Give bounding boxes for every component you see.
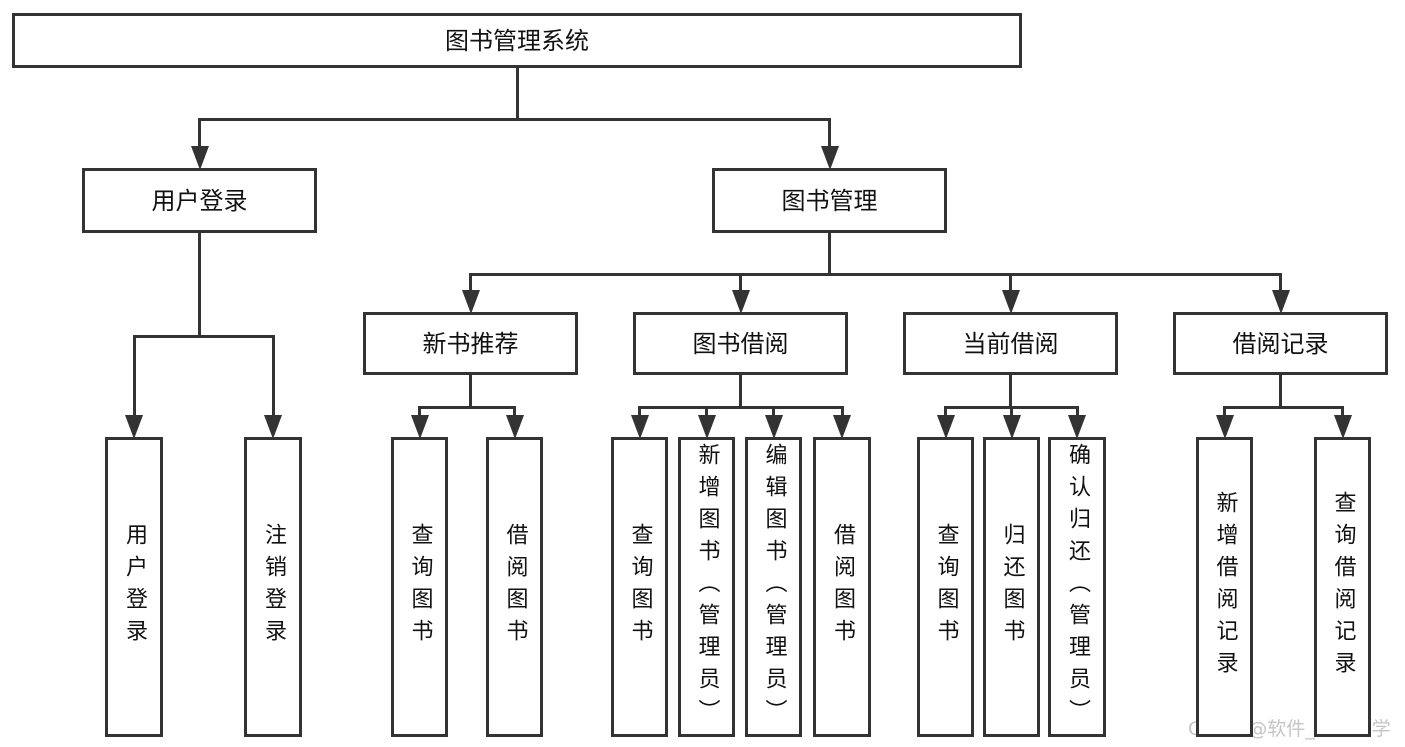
arrow-down-icon — [1215, 415, 1234, 439]
connector-line — [132, 335, 136, 421]
connector-line — [1009, 374, 1012, 409]
connector-line — [271, 335, 275, 421]
node-label: 图书借阅 — [692, 329, 789, 358]
connector-line — [739, 374, 742, 409]
node-leaf-cb-confirm: 确认归还（管理员） — [1048, 437, 1106, 737]
connector-line — [739, 273, 742, 296]
arrow-down-icon — [1271, 290, 1290, 314]
arrow-down-icon — [410, 415, 429, 439]
node-leaf-bb-query: 查询图书 — [611, 437, 668, 737]
arrow-down-icon — [820, 146, 839, 170]
node-label: 编辑图书（管理员） — [761, 443, 787, 731]
node-label: 借阅图书 — [502, 523, 528, 651]
node-new-book-rec: 新书推荐 — [363, 312, 578, 375]
arrow-down-icon — [833, 415, 851, 439]
connector-line — [772, 406, 775, 421]
arrow-down-icon — [1001, 290, 1020, 314]
arrow-down-icon — [764, 415, 783, 439]
arrow-down-icon — [505, 415, 524, 439]
connector-line — [1010, 406, 1013, 421]
node-label: 新增图书（管理员） — [694, 443, 720, 731]
connector-line — [469, 374, 472, 409]
connector-line — [469, 273, 472, 296]
node-leaf-bb-add: 新增图书（管理员） — [678, 437, 735, 737]
connector-line — [198, 232, 201, 338]
connector-line — [1279, 374, 1282, 409]
connector-line — [1341, 406, 1344, 421]
node-label: 查询借阅记录 — [1330, 491, 1356, 683]
node-label: 新书推荐 — [422, 329, 519, 358]
node-label: 注销登录 — [261, 523, 286, 651]
connector-line — [638, 406, 844, 409]
node-borrow-records: 借阅记录 — [1173, 312, 1388, 375]
node-label: 确认归还（管理员） — [1065, 443, 1090, 731]
arrow-down-icon — [125, 415, 143, 439]
node-label: 图书管理系统 — [445, 26, 589, 55]
arrow-down-icon — [1068, 415, 1086, 439]
node-label: 归还图书 — [999, 523, 1025, 651]
node-leaf-br-add: 新增借阅记录 — [1196, 437, 1253, 737]
arrow-down-icon — [731, 290, 750, 314]
node-leaf-nr-borrow: 借阅图书 — [486, 437, 543, 737]
connector-line — [418, 406, 516, 409]
connector-line — [198, 118, 201, 152]
arrow-down-icon — [1002, 415, 1021, 439]
node-leaf-logout: 注销登录 — [244, 437, 302, 737]
node-leaf-bb-lend: 借阅图书 — [813, 437, 871, 737]
node-label: 新增借阅记录 — [1212, 491, 1238, 683]
node-leaf-cb-return: 归还图书 — [983, 437, 1040, 737]
node-label: 借阅图书 — [830, 523, 855, 651]
node-user-login: 用户登录 — [82, 168, 317, 233]
node-label: 当前借阅 — [962, 329, 1059, 358]
arrow-down-icon — [264, 415, 282, 439]
connector-line — [132, 335, 275, 338]
connector-line — [513, 406, 516, 421]
node-label: 查询图书 — [407, 523, 433, 651]
arrow-down-icon — [461, 290, 480, 314]
node-leaf-cb-query: 查询图书 — [917, 437, 974, 737]
connector-line — [1075, 406, 1079, 421]
node-leaf-bb-edit: 编辑图书（管理员） — [745, 437, 802, 737]
node-label: 查询图书 — [627, 523, 653, 651]
connector-line — [828, 232, 831, 276]
node-label: 用户登录 — [151, 186, 248, 215]
connector-line — [198, 118, 831, 121]
node-book-mgmt: 图书管理 — [712, 168, 947, 233]
arrow-down-icon — [1333, 415, 1352, 439]
node-current-borrow: 当前借阅 — [903, 312, 1118, 375]
node-label: 借阅记录 — [1232, 329, 1329, 358]
arrow-down-icon — [190, 146, 209, 170]
connector-line — [638, 406, 641, 421]
connector-line — [1279, 273, 1282, 296]
connector-line — [418, 406, 421, 421]
arrow-down-icon — [630, 415, 649, 439]
connector-line — [469, 273, 1282, 276]
node-label: 用户登录 — [122, 523, 147, 651]
node-label: 图书管理 — [781, 186, 878, 215]
node-leaf-nr-query: 查询图书 — [391, 437, 448, 737]
connector-line — [1009, 273, 1012, 296]
node-book-borrow: 图书借阅 — [633, 312, 848, 375]
connector-line — [840, 406, 844, 421]
connector-line — [1223, 406, 1344, 409]
arrow-down-icon — [936, 415, 955, 439]
connector-line — [705, 406, 708, 421]
connector-line — [828, 118, 831, 152]
node-label: 查询图书 — [933, 523, 959, 651]
connector-line — [515, 67, 519, 121]
node-leaf-user-login: 用户登录 — [105, 437, 163, 737]
connector-line — [1223, 406, 1226, 421]
node-leaf-br-query: 查询借阅记录 — [1314, 437, 1371, 737]
arrow-down-icon — [697, 415, 716, 439]
connector-line — [944, 406, 947, 421]
node-root: 图书管理系统 — [12, 13, 1022, 68]
